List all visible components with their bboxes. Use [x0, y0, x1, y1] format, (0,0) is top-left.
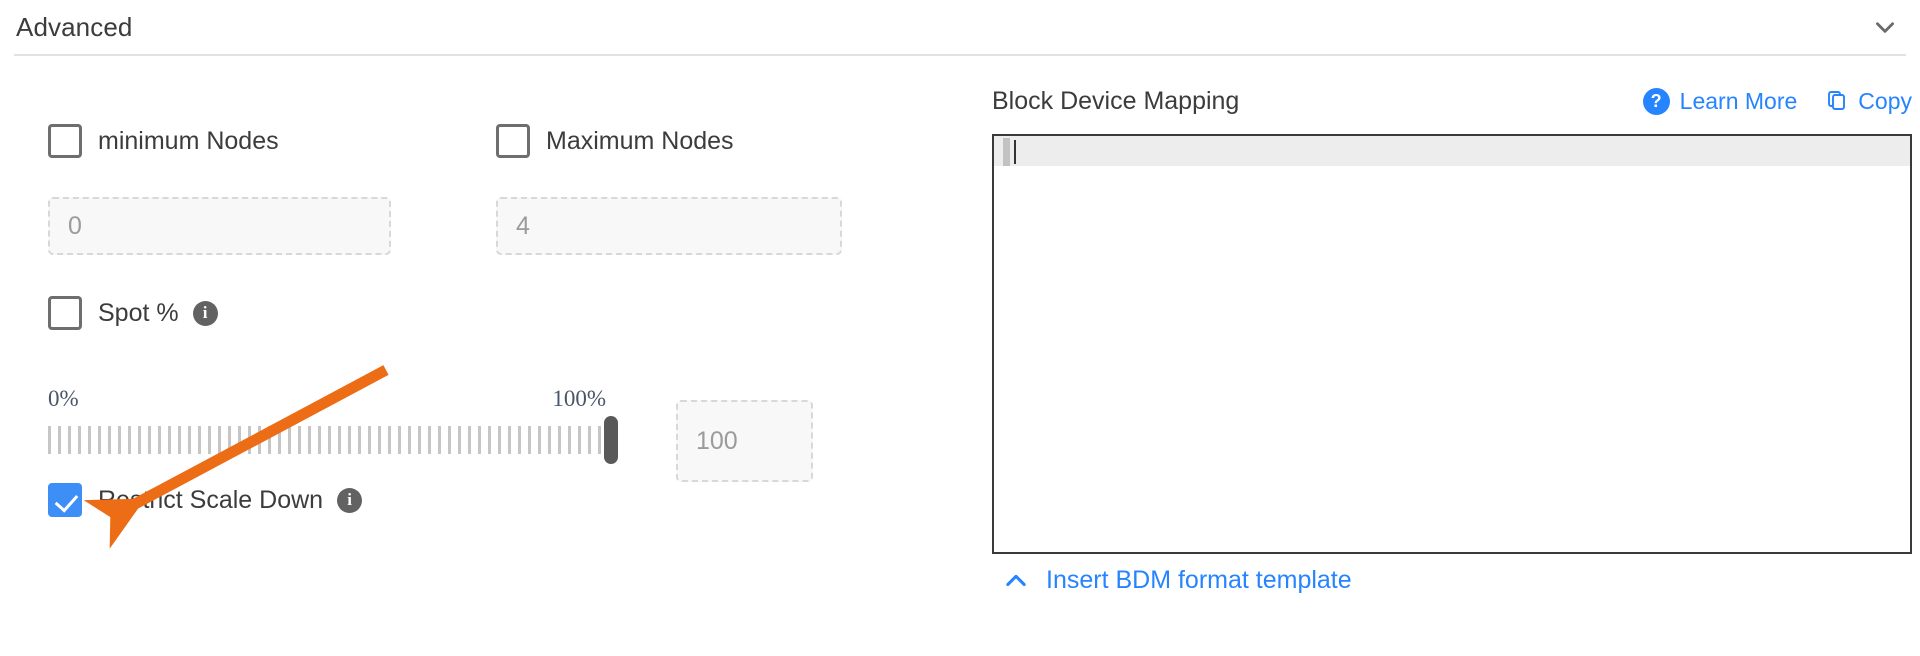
spot-percent-slider-group: 0% 100% 100 [48, 386, 813, 496]
spot-percent-row: Spot % i [48, 296, 218, 330]
chevron-down-icon[interactable] [1868, 10, 1902, 44]
spot-percent-checkbox[interactable] [48, 296, 82, 330]
spot-percent-value-input[interactable]: 100 [676, 400, 813, 482]
maximum-nodes-input[interactable]: 4 [496, 197, 842, 255]
copy-button[interactable]: Copy [1825, 88, 1912, 115]
restrict-scale-down-label: Restrict Scale Down [98, 485, 324, 514]
minimum-nodes-row: minimum Nodes [48, 124, 279, 158]
editor-gutter-marker [1003, 138, 1010, 166]
block-device-mapping-header: Block Device Mapping ? Learn More Copy [992, 84, 1912, 118]
left-column: minimum Nodes 0 Maximum Nodes 4 Spot % i… [0, 58, 960, 656]
question-circle-icon: ? [1642, 87, 1670, 115]
right-column: Block Device Mapping ? Learn More Copy [992, 58, 1912, 656]
spot-percent-label: Spot % [98, 298, 179, 327]
maximum-nodes-checkbox[interactable] [496, 124, 530, 158]
header-divider [14, 54, 1906, 56]
insert-bdm-template-label: Insert BDM format template [1046, 566, 1352, 594]
spot-percent-slider-thumb[interactable] [604, 416, 618, 464]
restrict-scale-down-info-icon[interactable]: i [337, 487, 363, 513]
learn-more-button[interactable]: ? Learn More [1642, 87, 1798, 115]
page-title: Advanced [16, 11, 133, 42]
copy-icon [1825, 89, 1849, 113]
section-header: Advanced [0, 0, 1920, 54]
minimum-nodes-label: minimum Nodes [98, 126, 279, 155]
slider-max-label: 100% [552, 386, 606, 411]
restrict-scale-down-checkbox[interactable] [48, 483, 82, 517]
editor-active-line [994, 136, 1910, 166]
block-device-mapping-editor[interactable] [992, 134, 1912, 554]
maximum-nodes-label: Maximum Nodes [546, 126, 734, 155]
copy-label: Copy [1858, 87, 1912, 114]
insert-bdm-template-button[interactable]: Insert BDM format template [1002, 566, 1352, 595]
maximum-nodes-row: Maximum Nodes [496, 124, 734, 158]
learn-more-label: Learn More [1679, 87, 1798, 114]
spot-percent-info-icon[interactable]: i [192, 300, 218, 326]
bdm-actions: ? Learn More Copy [1642, 87, 1912, 115]
editor-caret [1014, 140, 1016, 164]
minimum-nodes-checkbox[interactable] [48, 124, 82, 158]
slider-min-label: 0% [48, 386, 79, 411]
block-device-mapping-title: Block Device Mapping [992, 86, 1240, 115]
chevron-up-icon [1002, 567, 1030, 595]
restrict-scale-down-row: Restrict Scale Down i [48, 483, 363, 517]
spot-percent-slider-track[interactable] [48, 426, 613, 454]
minimum-nodes-input[interactable]: 0 [48, 197, 391, 255]
